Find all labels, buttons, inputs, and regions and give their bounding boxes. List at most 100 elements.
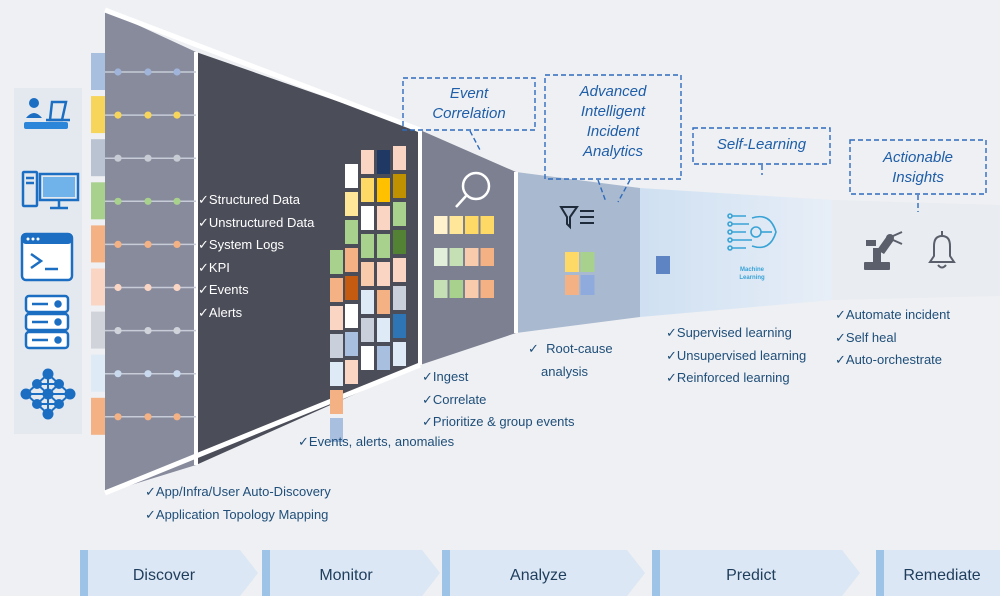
data-stream-node [114, 111, 122, 119]
remediate-item: Auto-orchestrate [845, 352, 943, 367]
data-stream-node [144, 283, 152, 292]
event-tile [393, 146, 406, 170]
event-tile [361, 318, 374, 342]
funnel-top-edge [104, 7, 421, 133]
event-tile [377, 234, 390, 258]
monitor-event-tiles [330, 146, 406, 442]
ml-label-line2: Learning [739, 275, 765, 281]
event-tile [330, 390, 343, 414]
monitor-item: Structured Data [208, 192, 300, 207]
data-stream-node [144, 197, 152, 205]
data-stream-node [144, 111, 152, 119]
advanced-analytics-callout: Advanced Intelligent Incident Analytics [579, 83, 647, 160]
event-tile [393, 286, 406, 310]
monitor-output-checklist: ✓Events, alerts, anomalies [298, 434, 455, 449]
actionable-insights-callout-frame [849, 139, 987, 212]
self-learning-callout-frame [692, 127, 831, 175]
event-tile [393, 202, 406, 226]
data-stream-node [114, 327, 122, 335]
rca-item: Root-cause [546, 341, 613, 356]
event-tile [345, 192, 358, 216]
event-tile [449, 216, 463, 234]
stage-label: Remediate [903, 567, 980, 584]
data-stream-node [144, 413, 152, 421]
data-stream-node [144, 240, 152, 248]
user-workstation-icon [24, 98, 70, 129]
filter-list-icon [559, 206, 594, 230]
discover-item: App/Infra/User Auto-Discovery [155, 484, 331, 499]
funnel-bottom-edge [104, 362, 421, 496]
discover-checklist: ✓App/Infra/User Auto-Discovery ✓Applicat… [145, 484, 331, 522]
robot-arm-icon [864, 231, 903, 270]
analyze-item: Ingest [432, 369, 469, 384]
data-stream-node [114, 283, 122, 292]
data-stream-node [144, 370, 152, 378]
event-tile [345, 332, 358, 356]
event-tile [330, 334, 343, 358]
desktop-computer-icon [21, 170, 80, 210]
data-stream-node [173, 327, 181, 335]
stage-accent [442, 550, 450, 596]
event-tile [377, 150, 390, 174]
data-source-bar [91, 182, 105, 220]
rca-item: analysis [541, 363, 588, 379]
stage-accent [876, 550, 884, 596]
event-tile [434, 280, 448, 298]
monitor-item: Unstructured Data [208, 214, 315, 230]
analyze-event-grid [434, 216, 494, 298]
monitor-item: Alerts [208, 304, 243, 320]
server-rack-icon [24, 294, 70, 350]
event-tile [480, 280, 494, 298]
predict-event-tile [656, 256, 670, 274]
event-tile [330, 306, 343, 330]
stage-chevron [262, 550, 440, 596]
monitor-item: KPI [208, 259, 230, 275]
data-stream-node [173, 111, 181, 119]
remediate-item: Self heal [845, 329, 897, 345]
machine-learning-icon [727, 213, 777, 251]
event-tile [565, 252, 579, 272]
event-tile [330, 278, 343, 302]
remediate-item: Automate incident [845, 307, 950, 322]
data-source-bar [91, 225, 105, 263]
stage-accent [80, 550, 88, 596]
stage-chevron [652, 550, 860, 596]
event-tile [345, 276, 358, 300]
event-tile [580, 275, 595, 295]
event-tile [393, 342, 406, 366]
event-tile [361, 262, 374, 286]
data-source-bar [91, 268, 105, 306]
event-tile [361, 290, 374, 314]
data-stream-node [173, 413, 181, 421]
data-stream-node [173, 68, 181, 76]
data-stream-node [144, 68, 152, 76]
event-tile [393, 314, 406, 338]
event-tile [434, 248, 448, 266]
monitor-item: Events [208, 282, 249, 297]
data-stream-node [114, 197, 122, 205]
event-tile [330, 250, 343, 274]
data-stream-node [173, 283, 181, 292]
search-icon [455, 171, 491, 208]
actionable-insights-callout: Actionable Insights [882, 149, 954, 186]
event-tile [449, 280, 463, 298]
predict-item: Supervised learning [676, 325, 792, 340]
event-tile [393, 174, 406, 198]
event-correlation-callout-frame [402, 77, 536, 151]
stage-chevron [80, 550, 258, 596]
event-tile [330, 362, 343, 386]
event-tile [330, 418, 343, 442]
neural-network-icon [20, 368, 76, 420]
event-tile [345, 220, 358, 244]
event-tile [377, 262, 390, 286]
analytics-callout-frame [544, 74, 682, 203]
predict-checklist: ✓Supervised learning ✓Unsupervised learn… [666, 325, 807, 385]
data-source-bar [91, 397, 105, 435]
event-tile [361, 346, 374, 370]
event-tile [361, 234, 374, 258]
event-tile [377, 290, 390, 314]
analyze-item: Correlate [432, 391, 487, 407]
data-stream-node [144, 327, 152, 335]
discover-item: Application Topology Mapping [155, 506, 329, 522]
